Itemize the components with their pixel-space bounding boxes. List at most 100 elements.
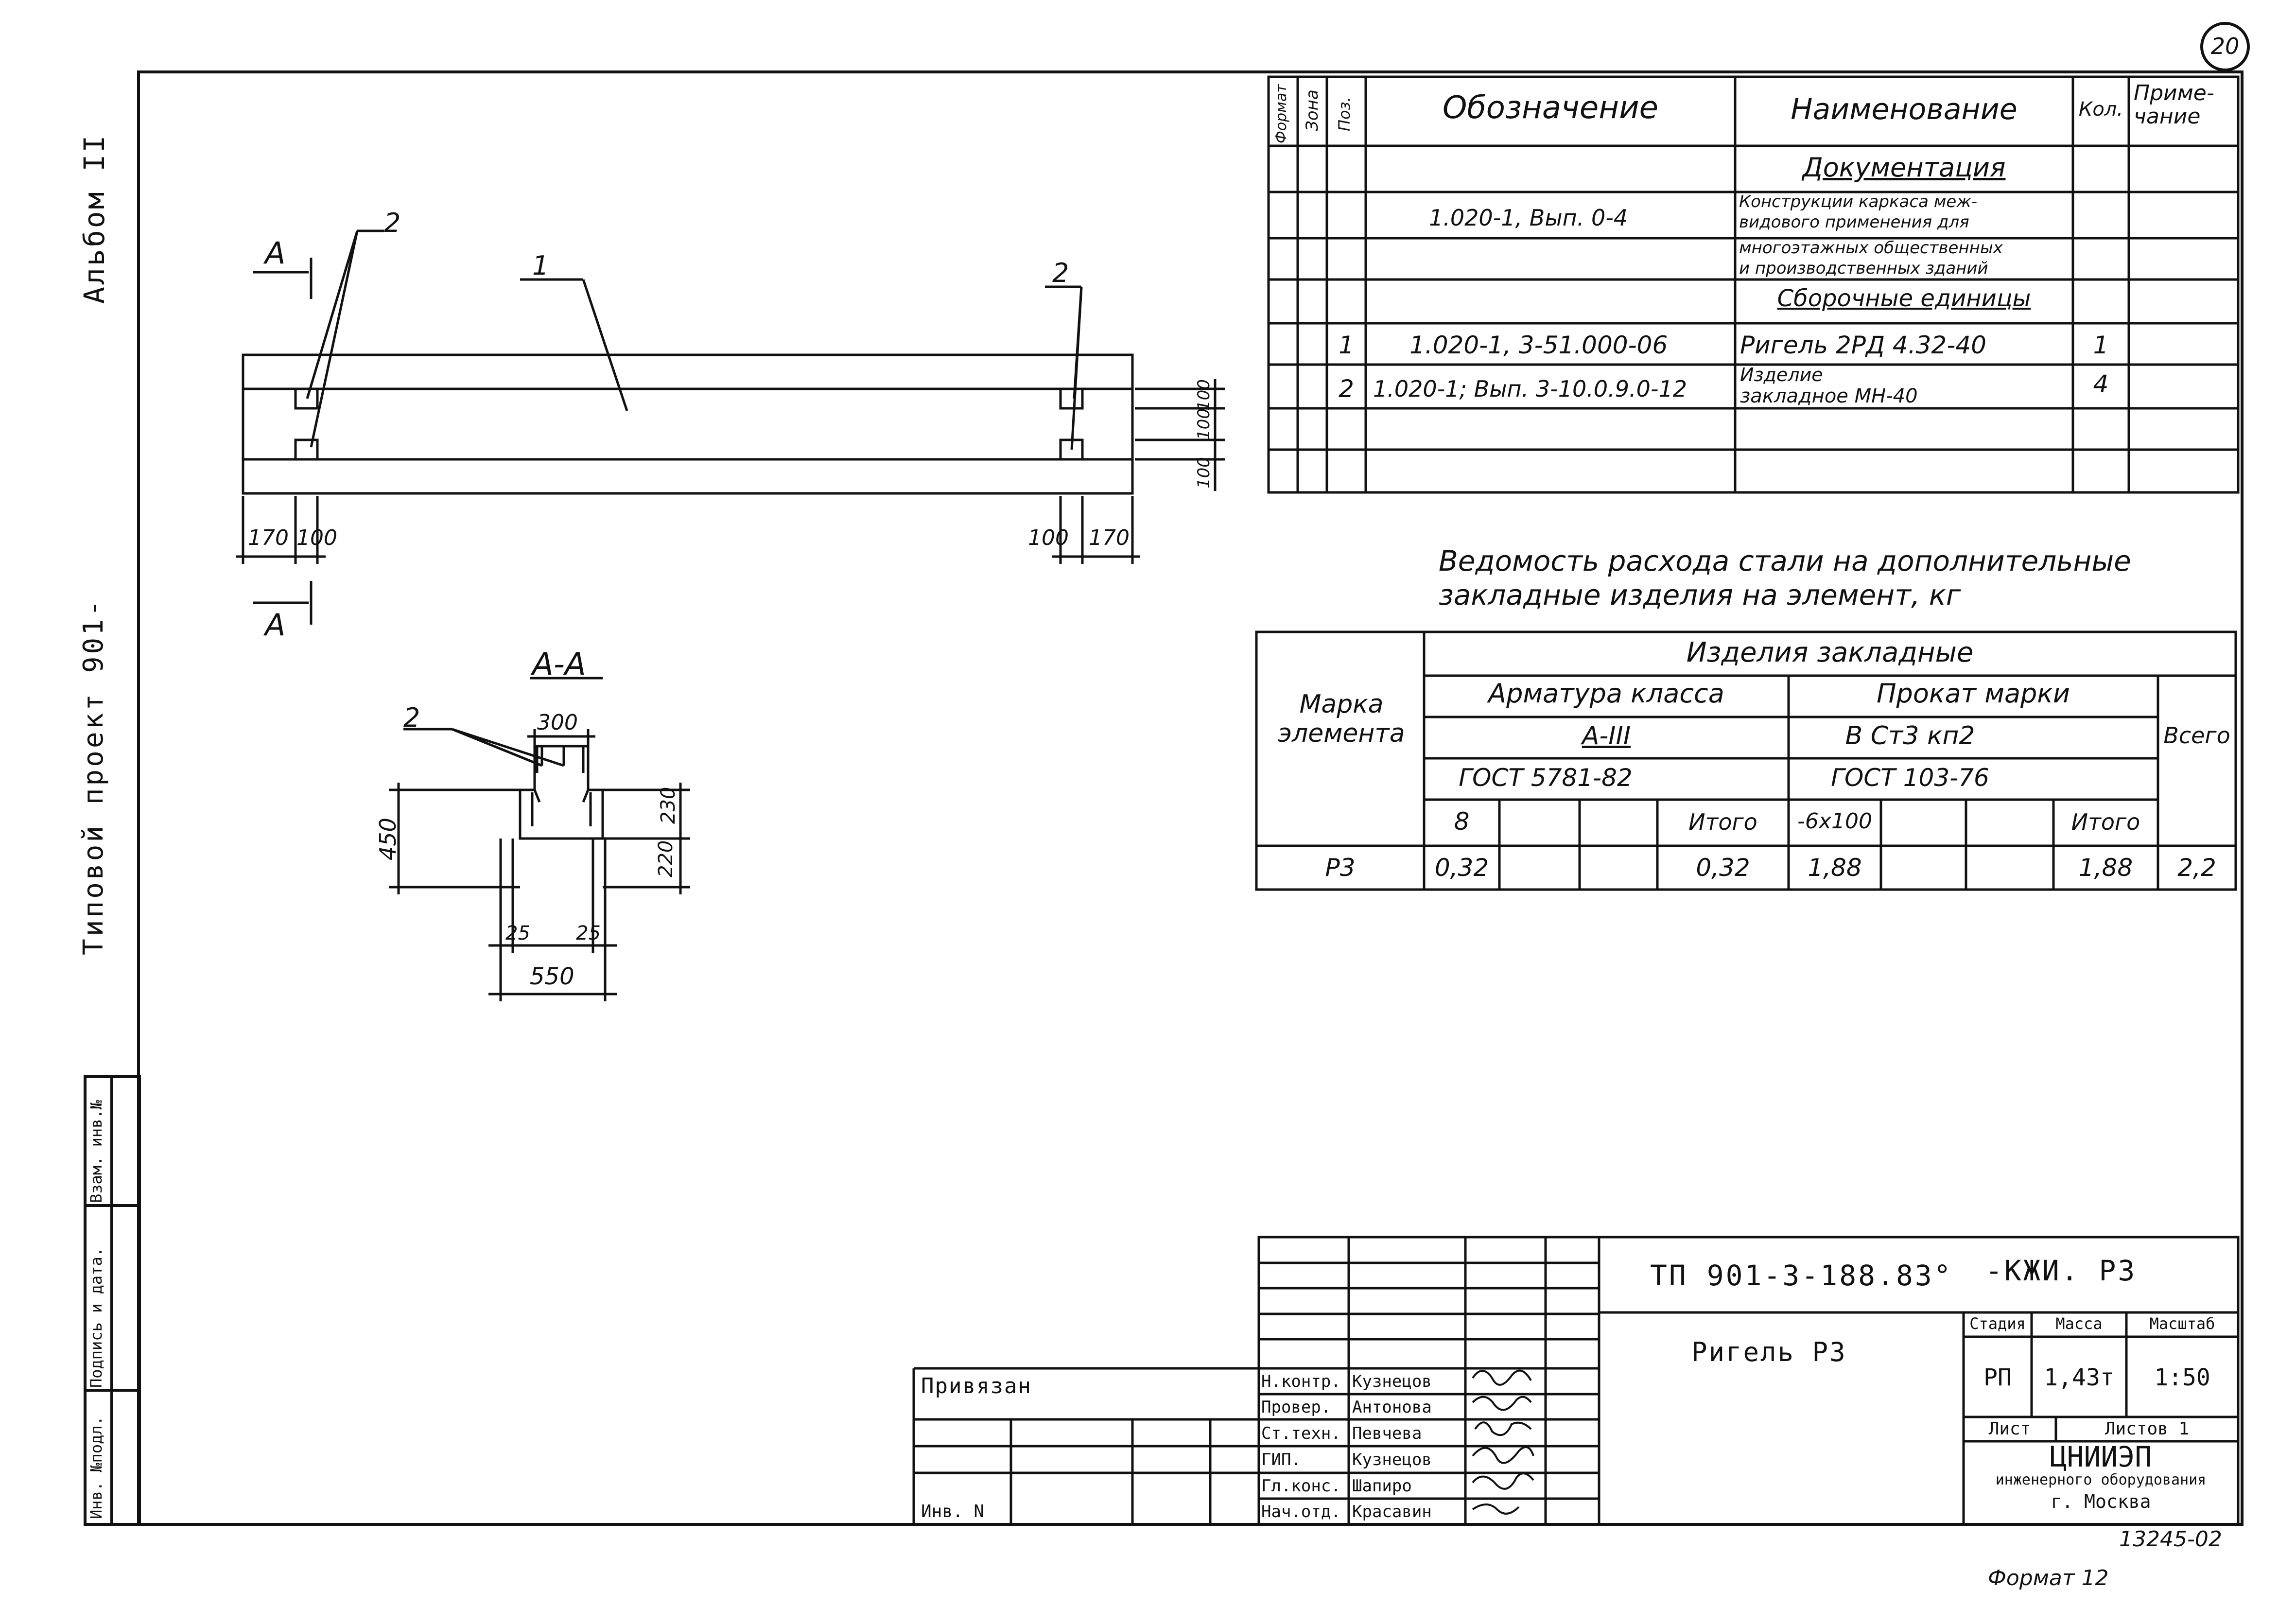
steel-row-cell-8: 1,88 — [2078, 854, 2133, 882]
tb-sheets-h: Листов 1 — [2105, 1419, 2190, 1439]
beam-elevation — [236, 229, 1225, 625]
stamp-field-sign-date: Подпись и дата. — [87, 1247, 105, 1388]
steel-sub-5: -6х100 — [1797, 809, 1872, 834]
tb-name-2: Антонова — [1352, 1398, 1432, 1417]
tb-name-1: Кузнецов — [1352, 1372, 1432, 1391]
spec-header-pos: Поз. — [1335, 97, 1354, 131]
section-dim-300: 300 — [537, 710, 578, 735]
tb-role-2: Провер. — [1261, 1398, 1331, 1417]
dim-vert-1: 100 — [1194, 379, 1214, 411]
spec-section-assemblies: Сборочные единицы — [1777, 285, 2031, 312]
spec-row1-designation: 1.020-1, 3-51.000-06 — [1409, 331, 1668, 359]
label-item-2-left: 2 — [384, 208, 401, 238]
tb-privyazan: Привязан — [921, 1374, 1032, 1398]
steel-row-mark: Р3 — [1325, 854, 1356, 882]
tb-role-6: Нач.отд. — [1261, 1502, 1341, 1521]
steel-rolled-grade: В Ст3 кп2 — [1845, 721, 1975, 751]
tb-org-2: инженерного оборудования — [1995, 1471, 2207, 1488]
stamp-field-inv-orig: Инв. №подл. — [87, 1416, 105, 1519]
tb-scale-h: Масштаб — [2149, 1314, 2215, 1333]
spec-row2-name-1: Изделие — [1740, 364, 1823, 385]
steel-mark-col: Марка элемента — [1278, 690, 1405, 748]
dim-left-100: 100 — [296, 525, 337, 550]
tb-mass-h: Масса — [2055, 1314, 2103, 1333]
tb-title: Ригель Р3 — [1691, 1337, 1847, 1367]
steel-sub-1: 8 — [1454, 807, 1470, 836]
tb-suffix: -КЖИ. Р3 — [1985, 1254, 2137, 1287]
spec-header-name: Наименование — [1791, 92, 2018, 126]
steel-row-total: 2,2 — [2177, 854, 2216, 882]
spec-row2-qty: 4 — [2093, 370, 2109, 398]
steel-table-lines — [1255, 630, 2237, 891]
tb-name-5: Шапиро — [1352, 1476, 1412, 1496]
steel-row-cell-5: 1,88 — [1808, 854, 1862, 882]
steel-row-cell-1: 0,32 — [1434, 854, 1489, 882]
steel-group: Изделия закладные — [1686, 637, 1974, 668]
spec-header-qty: Кол. — [2078, 98, 2123, 121]
dim-left-170: 170 — [248, 525, 289, 550]
steel-rebar-class: Арматура класса — [1488, 678, 1724, 709]
tb-org-3: г. Москва — [2051, 1491, 2151, 1512]
steel-total-col: Всего — [2163, 722, 2230, 749]
section-dim-450: 450 — [375, 818, 401, 860]
signatures — [1472, 1369, 1534, 1515]
tb-inv: Инв. N — [921, 1502, 985, 1521]
album-label: Альбом II — [78, 133, 111, 304]
tb-code: ТП 901-3-188.83° — [1650, 1259, 1953, 1292]
dim-right-100: 100 — [1028, 525, 1069, 550]
tb-name-4: Кузнецов — [1352, 1450, 1432, 1469]
section-dim-550: 550 — [530, 963, 574, 990]
tb-stage: РП — [1983, 1364, 2012, 1391]
spec-section-docs: Документация — [1802, 152, 2006, 183]
tb-sheet-h: Лист — [1988, 1419, 2031, 1439]
spec-row2-pos: 2 — [1339, 375, 1354, 403]
sheet-frame — [137, 70, 2244, 1526]
spec-doc-name-2: видового применения для — [1739, 212, 1969, 232]
spec-row2-name-2: закладное МН-40 — [1740, 385, 1918, 407]
tb-role-4: ГИП. — [1261, 1450, 1301, 1469]
spec-header-note: Приме-чание — [2134, 81, 2214, 129]
spec-header-format: Формат — [1273, 84, 1290, 143]
footer-format: Формат 12 — [1988, 1566, 2109, 1591]
section-dim-220: 220 — [655, 840, 677, 877]
section-label-2: 2 — [403, 702, 420, 733]
sheet-number: 20 — [2210, 33, 2240, 59]
tb-scale: 1:50 — [2154, 1364, 2210, 1391]
spec-header-zone: Зона — [1303, 89, 1322, 131]
steel-sub-8: Итого — [2071, 809, 2140, 835]
tb-org-1: ЦНИИЭП — [2050, 1440, 2152, 1473]
section-mark-top: А — [265, 235, 286, 271]
dim-vert-2: 100 — [1194, 408, 1214, 440]
tb-stage-h: Стадия — [1969, 1314, 2026, 1333]
tb-role-1: Н.контр. — [1261, 1372, 1341, 1391]
spec-doc-ref: 1.020-1, Вып. 0-4 — [1429, 205, 1628, 231]
steel-row-cell-4: 0,32 — [1696, 854, 1750, 882]
steel-sub-4: Итого — [1688, 809, 1757, 835]
section-dim-25-right: 25 — [576, 922, 601, 944]
title-block-lines — [912, 1236, 2240, 1526]
tb-role-5: Гл.конс. — [1261, 1476, 1341, 1496]
section-dim-230: 230 — [657, 787, 679, 824]
tb-role-3: Ст.техн. — [1261, 1424, 1341, 1443]
series-label: Типовой проект 901- — [78, 597, 109, 955]
steel-rolled-gost: ГОСТ 103-76 — [1831, 764, 1989, 792]
spec-row1-name: Ригель 2РД 4.32-40 — [1740, 331, 1986, 359]
stamp-field-inv-replace: Взам. инв.№ — [87, 1100, 105, 1203]
tb-mass: 1,43т — [2044, 1364, 2114, 1391]
dim-right-170: 170 — [1089, 525, 1130, 550]
steel-title-1: Ведомость расхода стали на дополнительны… — [1439, 544, 2131, 577]
spec-doc-name-1: Конструкции каркаса меж- — [1739, 192, 1978, 211]
steel-rebar-grade: А-III — [1582, 721, 1631, 751]
spec-doc-name-3: многоэтажных общественных — [1739, 238, 2003, 258]
section-title: А-А — [532, 647, 586, 682]
section-a-a — [389, 677, 690, 1001]
steel-title-2: закладные изделия на элемент, кг — [1439, 578, 1961, 612]
label-item-2-right: 2 — [1052, 258, 1069, 288]
spec-row2-designation: 1.020-1; Вып. 3-10.0.9.0-12 — [1373, 376, 1687, 402]
tb-name-6: Красавин — [1352, 1502, 1432, 1521]
tb-name-3: Певчева — [1352, 1424, 1422, 1443]
spec-table-lines — [1267, 75, 2240, 494]
spec-doc-name-4: и производственных зданий — [1739, 259, 1988, 278]
sheet-number-circle — [2200, 22, 2250, 71]
